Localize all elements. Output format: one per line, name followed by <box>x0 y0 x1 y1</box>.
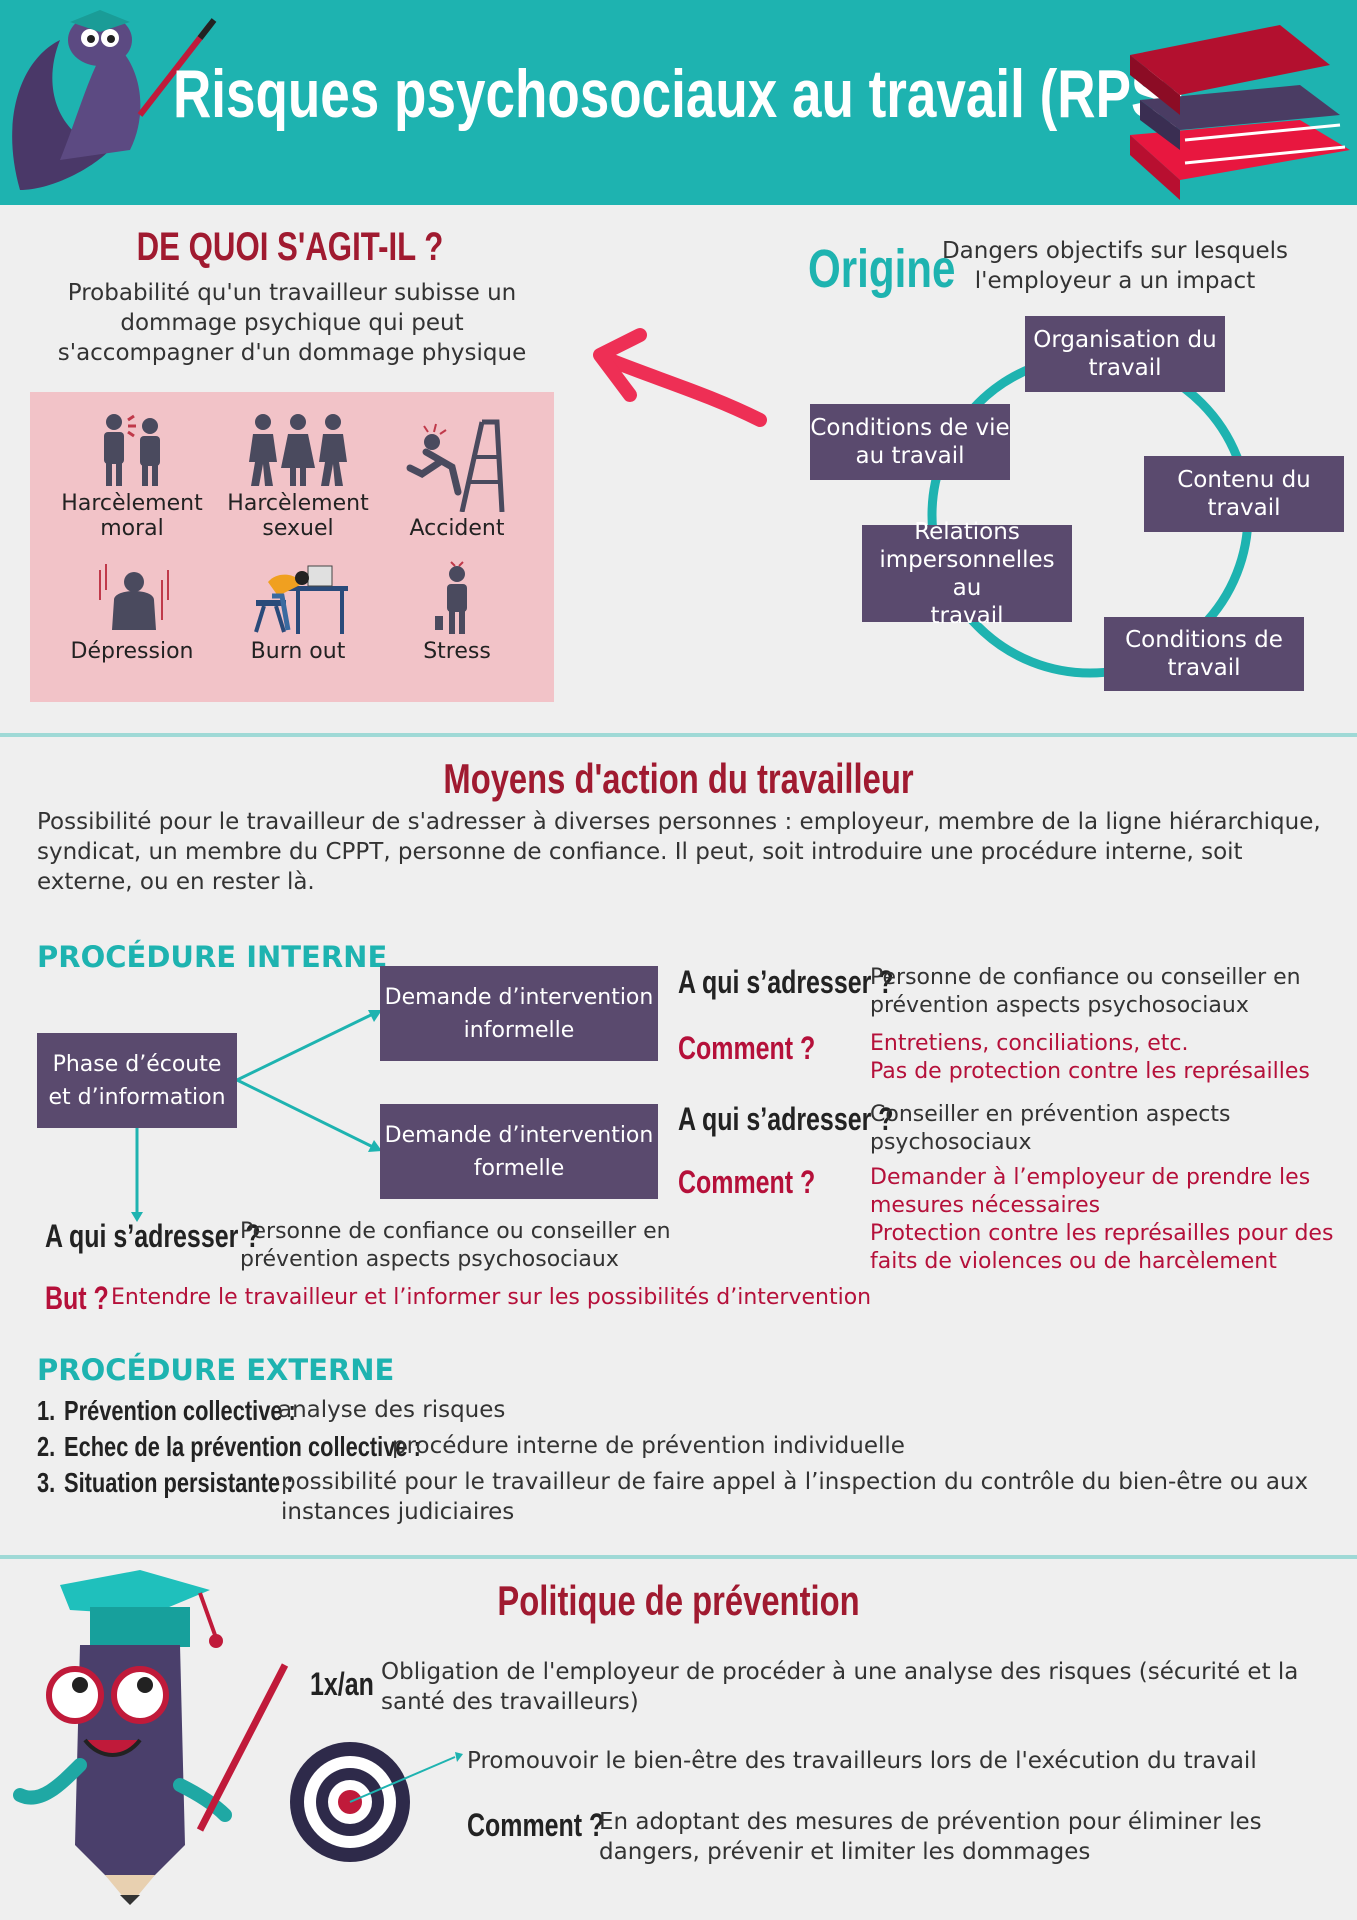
origin-heading: Origine <box>808 239 956 299</box>
politique-comment-label: Comment ? <box>467 1807 605 1843</box>
accident-icon <box>406 419 505 513</box>
phase-who-label: A qui s’adresser ? <box>45 1218 261 1254</box>
informelle-how-text: Entretiens, conciliations, etc.Pas de pr… <box>870 1031 1310 1084</box>
externe-list: 1. Prévention collective : analyse des r… <box>37 1395 1347 1531</box>
freq-text: Obligation de l'employeur de procéder à … <box>381 1659 1299 1715</box>
informelle-who-label: A qui s’adresser ? <box>678 964 894 1000</box>
goal-text: Promouvoir le bien-être des travailleurs… <box>467 1748 1257 1774</box>
procedure-flow-arrows <box>131 1010 382 1222</box>
moral-harassment-icon <box>104 414 160 486</box>
depression-icon <box>99 564 169 630</box>
risk-item: Accident <box>372 412 542 541</box>
header-banner <box>0 0 1357 205</box>
freq-label: 1x/an <box>310 1666 374 1702</box>
stress-icon <box>435 561 467 634</box>
risk-item: Burn out <box>213 560 383 664</box>
formelle-how-label: Comment ? <box>678 1164 816 1200</box>
externe-heading: PROCÉDURE EXTERNE <box>37 1353 395 1387</box>
informelle-how-label: Comment ? <box>678 1030 816 1066</box>
page-title: Risques psychosociaux au travail (RPS) <box>172 56 1185 132</box>
burnout-icon <box>254 565 348 634</box>
phase-goal-label: But ? <box>45 1280 109 1316</box>
politique-heading: Politique de prévention <box>497 1577 860 1624</box>
externe-item: 1. Prévention collective : analyse des r… <box>37 1395 506 1426</box>
pencil-mascot-icon <box>13 1570 289 1905</box>
externe-item: 3. Situation persistante : possibilité p… <box>37 1467 1309 1525</box>
risk-item: Dépression <box>47 560 217 664</box>
section-divider <box>0 1555 1357 1559</box>
target-icon <box>290 1742 463 1862</box>
externe-item: 2. Echec de la prévention collective : p… <box>37 1431 905 1462</box>
formelle-who-label: A qui s’adresser ? <box>678 1101 894 1137</box>
arrow-left-icon <box>593 328 767 427</box>
politique-comment-text: En adoptant des mesures de prévention po… <box>599 1809 1262 1865</box>
moyens-text: Possibilité pour le travailleur de s'adr… <box>37 809 1321 895</box>
owl-mascot-icon <box>12 10 217 190</box>
moyens-heading: Moyens d'action du travailleur <box>443 755 914 802</box>
definition-text: Probabilité qu'un travailleur subisse un… <box>57 280 527 366</box>
interne-heading: PROCÉDURE INTERNE <box>37 940 388 974</box>
risk-item: Stress <box>372 560 542 664</box>
phase-goal-text: Entendre le travailleur et l’informer su… <box>111 1285 872 1310</box>
section-divider <box>0 733 1357 737</box>
books-icon <box>1130 25 1350 200</box>
definition-heading: DE QUOI S'AGIT-IL ? <box>136 225 444 269</box>
sexual-harassment-icon <box>249 414 347 486</box>
origin-text: Dangers objectifs sur lesquels l'employe… <box>941 238 1289 294</box>
